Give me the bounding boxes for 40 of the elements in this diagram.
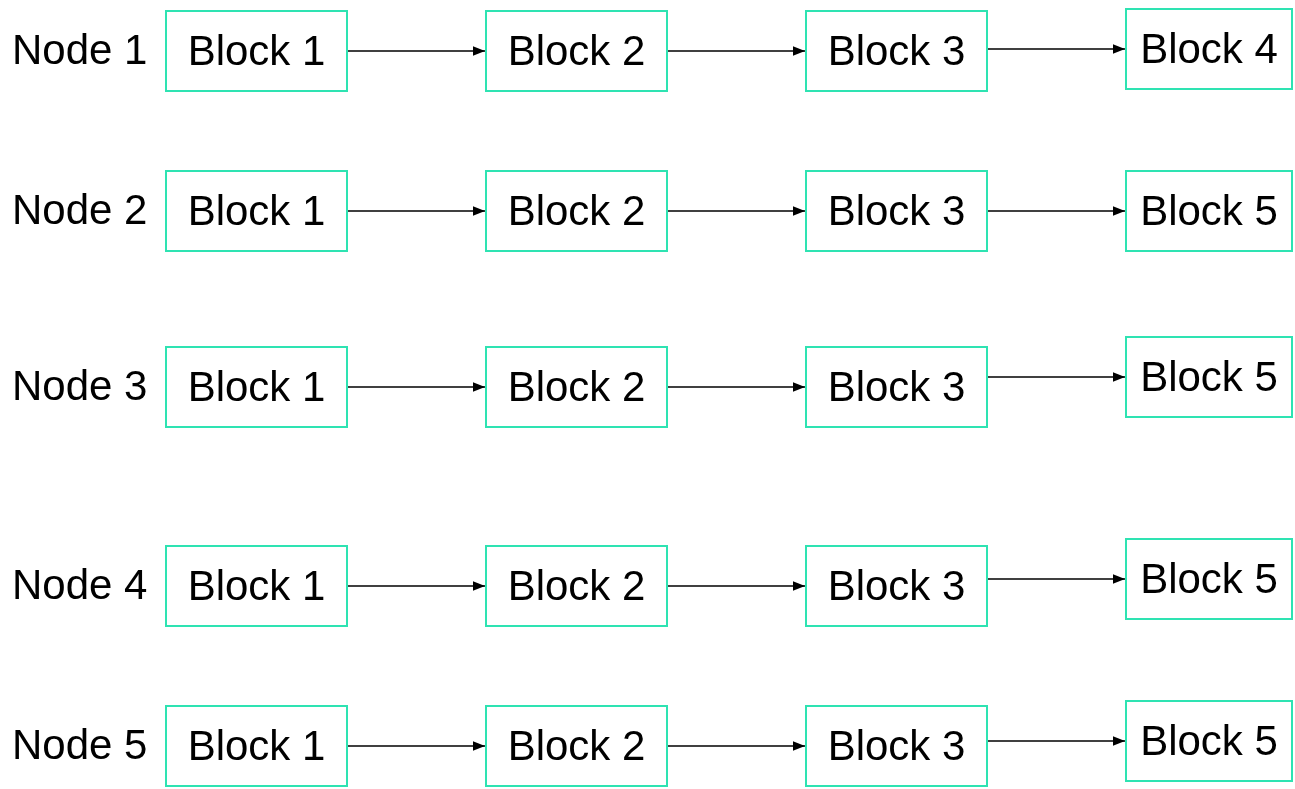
row-label: Node 4: [12, 564, 148, 606]
arrow: [347, 382, 486, 392]
arrow: [987, 44, 1126, 54]
block-box: Block 3: [805, 346, 988, 428]
block-box: Block 2: [485, 545, 668, 627]
block-box: Block 3: [805, 170, 988, 252]
block-box: Block 5: [1125, 170, 1293, 252]
arrow: [987, 736, 1126, 746]
arrow: [987, 574, 1126, 584]
row-label: Node 1: [12, 29, 148, 71]
block-box: Block 5: [1125, 538, 1293, 620]
arrow: [347, 46, 486, 56]
block-box: Block 5: [1125, 336, 1293, 418]
block-box: Block 3: [805, 10, 988, 92]
block-box: Block 3: [805, 545, 988, 627]
row-label: Node 3: [12, 365, 148, 407]
block-box: Block 1: [165, 10, 348, 92]
block-box: Block 5: [1125, 700, 1293, 782]
block-box: Block 2: [485, 705, 668, 787]
block-box: Block 3: [805, 705, 988, 787]
arrow: [667, 46, 806, 56]
row-label: Node 2: [12, 189, 148, 231]
block-box: Block 4: [1125, 8, 1293, 90]
block-box: Block 2: [485, 10, 668, 92]
block-box: Block 1: [165, 170, 348, 252]
block-box: Block 1: [165, 545, 348, 627]
arrow: [667, 206, 806, 216]
arrow: [667, 382, 806, 392]
block-box: Block 1: [165, 346, 348, 428]
arrow: [347, 206, 486, 216]
block-box: Block 2: [485, 170, 668, 252]
block-box: Block 2: [485, 346, 668, 428]
arrow: [667, 741, 806, 751]
arrow: [347, 741, 486, 751]
block-box: Block 1: [165, 705, 348, 787]
arrow: [987, 206, 1126, 216]
arrow: [987, 372, 1126, 382]
arrow: [667, 581, 806, 591]
arrow: [347, 581, 486, 591]
row-label: Node 5: [12, 724, 148, 766]
